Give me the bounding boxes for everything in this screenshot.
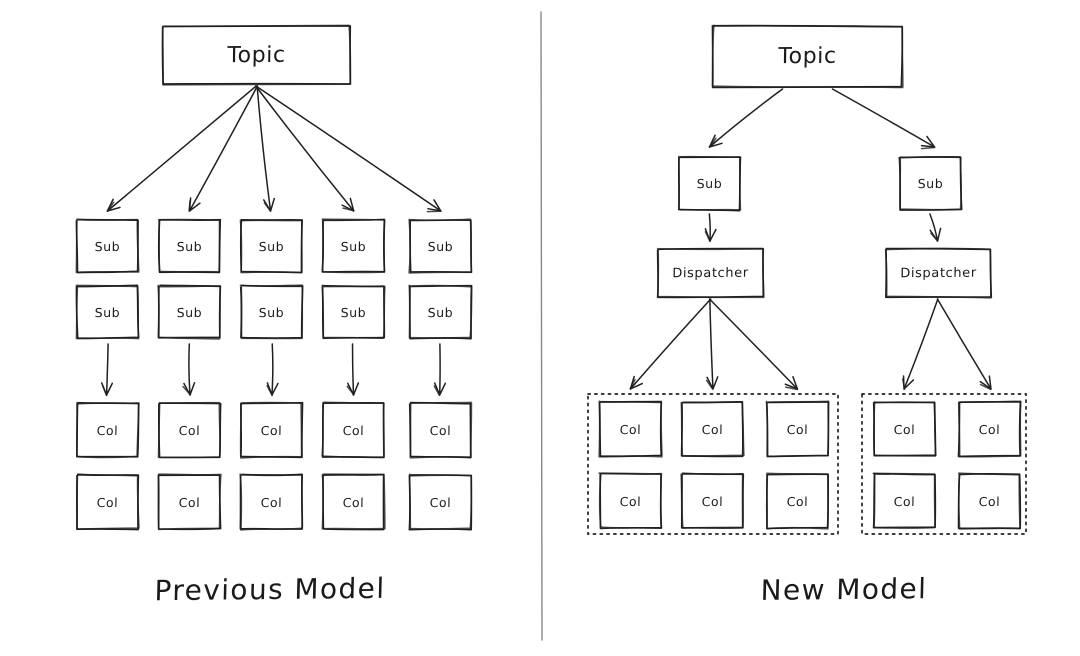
new-dispatcher-to-group-arrow-1-1 <box>936 298 992 391</box>
previous-sub-box-r0-c4[interactable] <box>408 218 473 274</box>
new-dispatcher-box-0[interactable] <box>656 247 765 299</box>
caption-previous-model: Previous Model <box>154 571 386 608</box>
new-dispatcher-to-group-arrow-0-2 <box>708 298 799 391</box>
new-dispatcher-box-1[interactable] <box>884 247 993 299</box>
new-topic-box[interactable] <box>711 24 904 89</box>
previous-topic-to-sub-arrow-4 <box>255 85 442 213</box>
previous-sub-to-col-arrow-4 <box>433 343 447 396</box>
caption-new-model: New Model <box>760 572 928 607</box>
new-col-box-1-0[interactable] <box>872 401 937 457</box>
new-dispatcher-to-group-arrow-0-0 <box>629 298 712 390</box>
new-sub-box-1[interactable] <box>898 156 963 211</box>
previous-col-box-r1-c0[interactable] <box>76 473 140 531</box>
new-collector-group-1 <box>861 393 1027 535</box>
new-col-box-1-3[interactable] <box>957 472 1022 530</box>
new-col-box-0-3[interactable] <box>598 472 663 530</box>
previous-topic-box[interactable] <box>161 24 352 86</box>
previous-topic-to-sub-arrow-0 <box>106 85 257 212</box>
previous-col-box-r0-c2[interactable] <box>239 401 304 459</box>
previous-sub-to-col-arrow-1 <box>182 343 196 396</box>
previous-sub-box-r1-c0[interactable] <box>75 284 140 340</box>
previous-sub-to-col-arrow-2 <box>266 343 279 397</box>
new-dispatcher-to-group-arrow-1-0 <box>901 298 939 390</box>
new-col-box-0-0[interactable] <box>598 400 663 458</box>
previous-col-box-r1-c1[interactable] <box>157 473 222 531</box>
previous-col-box-r1-c3[interactable] <box>321 473 386 531</box>
new-col-box-0-4[interactable] <box>680 472 745 529</box>
dotted-group-outlines <box>587 393 1027 535</box>
previous-sub-box-r1-c1[interactable] <box>157 284 222 340</box>
new-topic-to-sub-arrow-1 <box>831 88 936 150</box>
center-divider <box>540 11 543 641</box>
previous-col-box-r0-c1[interactable] <box>157 401 222 459</box>
new-sub-box-0[interactable] <box>677 155 742 212</box>
previous-topic-to-sub-arrow-2 <box>256 85 276 212</box>
new-sub-to-dispatcher-arrow-0 <box>704 213 717 243</box>
new-col-box-0-1[interactable] <box>680 401 745 458</box>
arrow-group <box>100 85 992 397</box>
new-topic-to-sub-arrow-0 <box>708 88 784 148</box>
new-dispatcher-to-group-arrow-0-1 <box>705 298 719 390</box>
previous-col-box-r0-c4[interactable] <box>408 401 473 459</box>
previous-topic-to-sub-arrow-1 <box>188 85 259 212</box>
previous-sub-to-col-arrow-3 <box>346 343 360 396</box>
new-sub-to-dispatcher-arrow-1 <box>929 213 942 242</box>
new-collector-group-0 <box>587 393 839 535</box>
previous-topic-to-sub-arrow-3 <box>255 85 355 212</box>
previous-sub-box-r0-c1[interactable] <box>157 218 222 274</box>
previous-sub-box-r0-c3[interactable] <box>321 218 386 274</box>
previous-sub-box-r1-c3[interactable] <box>321 284 386 340</box>
new-col-box-1-2[interactable] <box>872 472 937 529</box>
previous-sub-box-r1-c4[interactable] <box>408 284 473 340</box>
previous-col-box-r1-c2[interactable] <box>239 473 304 531</box>
previous-sub-box-r0-c0[interactable] <box>75 218 140 274</box>
previous-col-box-r0-c3[interactable] <box>321 401 385 459</box>
previous-sub-to-col-arrow-0 <box>100 343 114 397</box>
previous-col-box-r0-c0[interactable] <box>75 401 140 459</box>
new-col-box-1-1[interactable] <box>957 400 1022 458</box>
previous-sub-box-r1-c2[interactable] <box>239 284 304 340</box>
new-col-box-0-2[interactable] <box>765 400 830 458</box>
previous-sub-box-r0-c2[interactable] <box>239 219 303 274</box>
node-box-group <box>75 24 1022 531</box>
previous-col-box-r1-c4[interactable] <box>408 473 473 531</box>
new-col-box-0-5[interactable] <box>765 472 830 530</box>
